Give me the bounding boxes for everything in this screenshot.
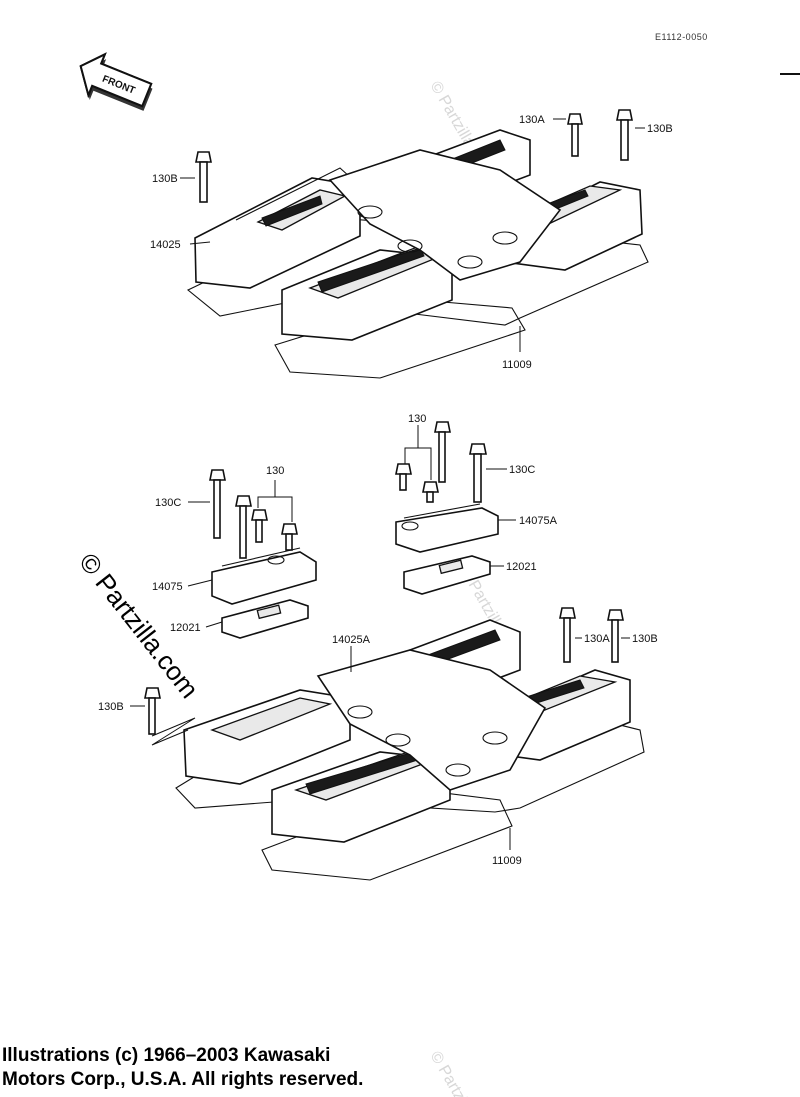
front-arrow-icon: FRONT [79, 52, 153, 111]
gasket-12021-left [221, 599, 309, 639]
label-130C-right: 130C [509, 464, 535, 476]
label-130B-bottom-right: 130B [632, 633, 658, 645]
bolt-130C-left [209, 469, 226, 539]
label-130B-top-left: 130B [152, 173, 178, 185]
label-14025A: 14025A [332, 634, 371, 646]
bolt-130C-right [469, 443, 487, 503]
bolt-130A-top [567, 113, 583, 157]
bolt-130-left-a [235, 495, 252, 559]
copyright-notice: Illustrations (c) 1966–2003 Kawasaki Mot… [2, 1044, 363, 1092]
label-130A-top: 130A [519, 114, 545, 126]
breather-cover-14075 [211, 547, 317, 605]
bolt-130-right-b [434, 421, 451, 483]
bolt-130-left-c [281, 523, 298, 551]
label-11009-bottom: 11009 [492, 855, 522, 867]
label-14075: 14075 [152, 581, 183, 593]
label-12021-left: 12021 [170, 622, 201, 634]
label-130C-left: 130C [155, 497, 181, 509]
label-12021-right: 12021 [506, 561, 537, 573]
gasket-12021-right [403, 555, 491, 595]
bolt-130B-top-right [616, 109, 633, 161]
label-14025: 14025 [150, 239, 181, 251]
label-11009-top: 11009 [502, 359, 532, 371]
bolt-130-left-b [251, 509, 268, 543]
diagram-code: E1112-0050 [655, 32, 708, 42]
bolt-130B-top-left [195, 151, 212, 203]
label-130-right: 130 [408, 413, 426, 425]
bolt-130B-bottom-right [607, 609, 624, 663]
bolt-130-right-c [422, 481, 439, 503]
faint-watermark-bottom: © Partzilla.com [427, 1049, 496, 1097]
copyright-line-1: Illustrations (c) 1966–2003 Kawasaki [2, 1045, 331, 1066]
bottom-cylinder-head-cover-assembly [175, 619, 645, 881]
label-130-left: 130 [266, 465, 284, 477]
label-130A-bottom: 130A [584, 633, 610, 645]
label-130B-top-right: 130B [647, 123, 673, 135]
copyright-line-2: Motors Corp., U.S.A. All rights reserved… [2, 1069, 364, 1090]
label-14075A: 14075A [519, 515, 558, 527]
top-cylinder-head-cover-assembly [186, 129, 649, 379]
bolt-130-right-a [395, 463, 412, 491]
bolt-130B-bottom-left [144, 687, 161, 735]
bolt-130A-bottom [559, 607, 576, 663]
breather-cover-14075A [395, 503, 499, 553]
label-130B-bottom-left: 130B [98, 701, 124, 713]
